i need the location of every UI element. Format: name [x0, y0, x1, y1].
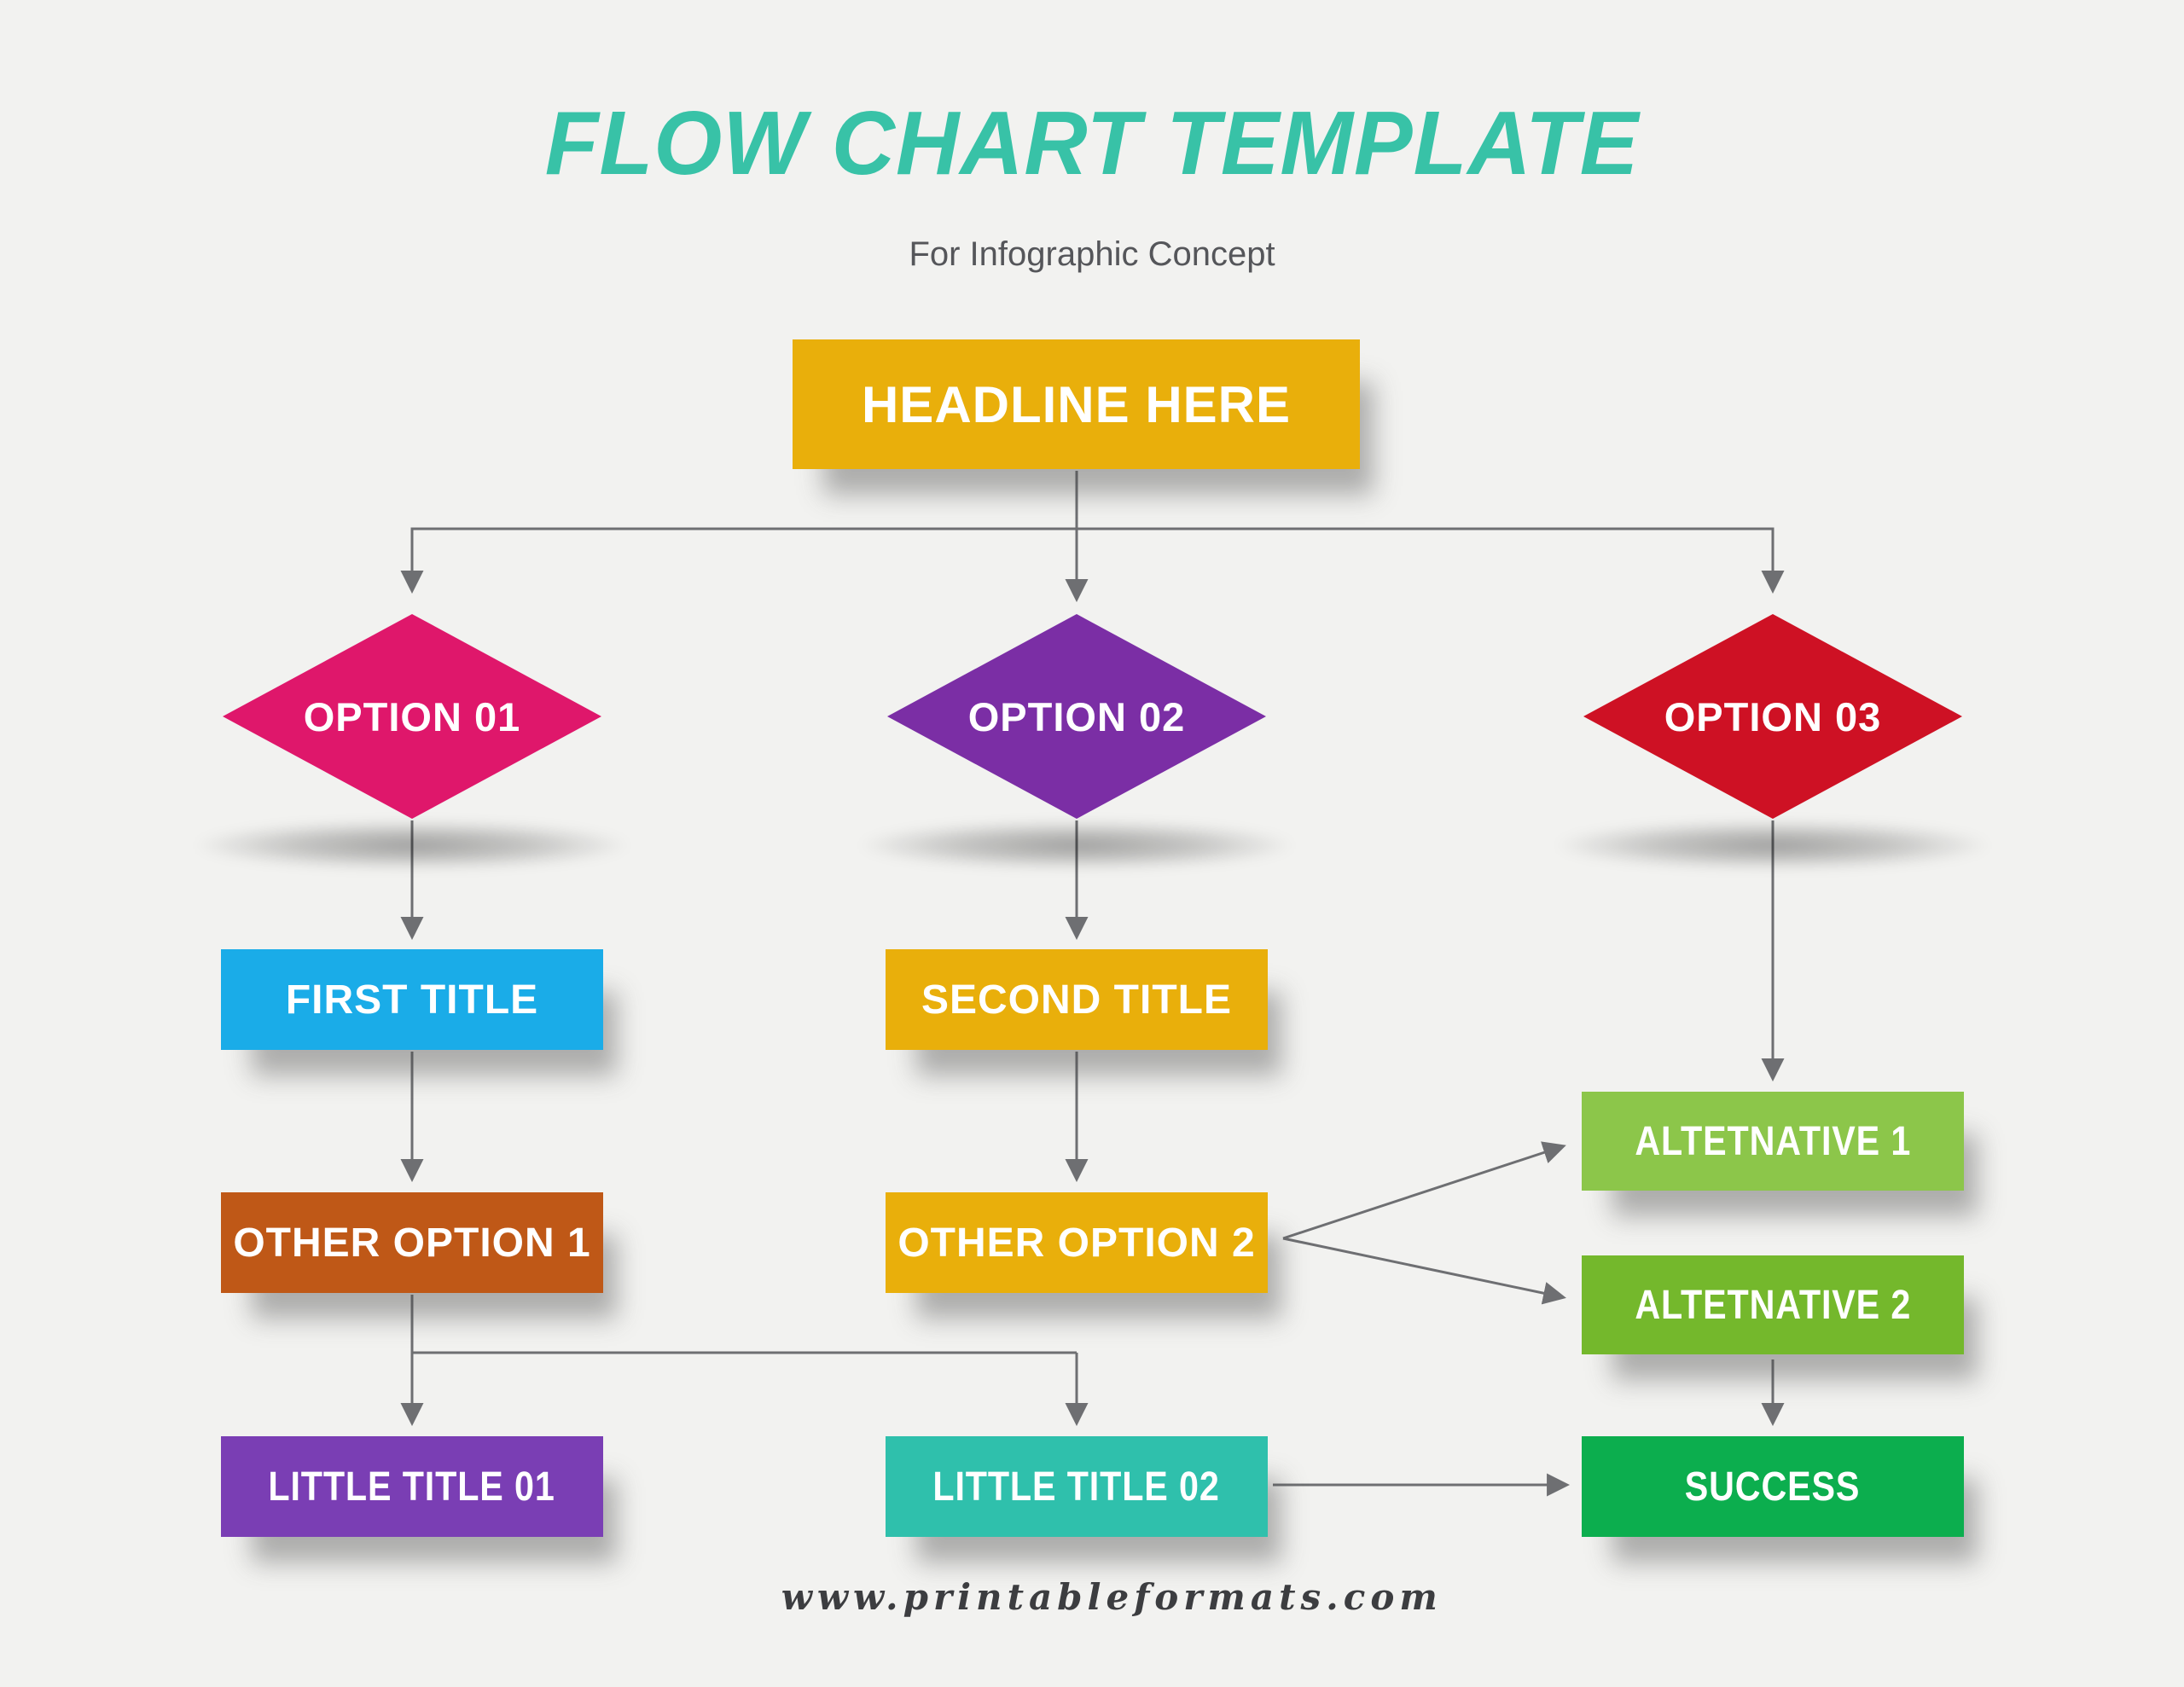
node-first-title-label: FIRST TITLE — [285, 977, 539, 1023]
node-alternative2-label: ALTETNATIVE 2 — [1635, 1282, 1911, 1328]
node-headline-label: HEADLINE HERE — [861, 375, 1292, 433]
node-other-option2-label: OTHER OPTION 2 — [897, 1220, 1256, 1266]
node-option1-label: OPTION 01 — [303, 693, 521, 739]
node-alternative1: ALTETNATIVE 1 — [1582, 1092, 1964, 1191]
page-title: FLOW CHART TEMPLATE — [544, 93, 1640, 194]
diamond-shadow — [855, 820, 1298, 870]
node-option2-label: OPTION 02 — [967, 693, 1186, 739]
node-little-title2: LITTLE TITLE 02 — [886, 1436, 1268, 1537]
node-little-title1-label: LITTLE TITLE 01 — [268, 1464, 556, 1510]
node-other-option1-label: OTHER OPTION 1 — [233, 1220, 591, 1266]
node-headline: HEADLINE HERE — [793, 339, 1360, 469]
node-success: SUCCESS — [1582, 1436, 1964, 1537]
node-first-title: FIRST TITLE — [221, 949, 603, 1050]
edge-other-option2-alternative2 — [1282, 1237, 1566, 1305]
node-little-title1: LITTLE TITLE 01 — [221, 1436, 603, 1537]
node-option3-label: OPTION 03 — [1664, 693, 1882, 739]
node-other-option2: OTHER OPTION 2 — [886, 1192, 1268, 1293]
node-option2: OPTION 02 — [887, 614, 1266, 819]
node-alternative2: ALTETNATIVE 2 — [1582, 1255, 1964, 1354]
edge-group — [400, 471, 1785, 1497]
node-little-title2-label: LITTLE TITLE 02 — [932, 1464, 1221, 1510]
node-success-label: SUCCESS — [1685, 1464, 1861, 1510]
node-option1: OPTION 01 — [223, 614, 601, 819]
node-other-option1: OTHER OPTION 1 — [221, 1192, 603, 1293]
site-url: www.printableformats.com — [781, 1576, 1443, 1618]
diamond-shadow — [190, 820, 634, 870]
node-second-title: SECOND TITLE — [886, 949, 1268, 1050]
diamond-shadow — [1551, 820, 1995, 870]
edge-other-option2-alternative1 — [1282, 1141, 1566, 1240]
node-option3: OPTION 03 — [1583, 614, 1962, 819]
page-subtitle: For Infographic Concept — [909, 235, 1275, 273]
node-alternative1-label: ALTETNATIVE 1 — [1635, 1118, 1911, 1164]
node-second-title-label: SECOND TITLE — [921, 977, 1232, 1023]
